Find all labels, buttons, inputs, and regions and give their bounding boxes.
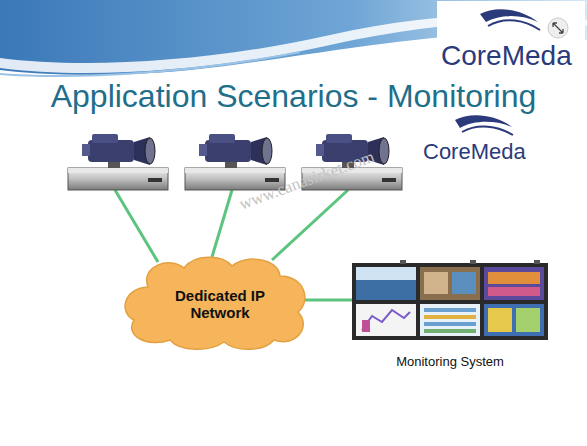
network-link: [302, 300, 352, 301]
camera-encoder: [68, 134, 168, 190]
network-cloud: Dedicated IP Network: [118, 252, 314, 352]
cloud-label: Dedicated IP Network: [165, 287, 275, 321]
slide-title: Application Scenarios - Monitoring: [0, 78, 587, 115]
monitoring-system: Monitoring System: [350, 261, 550, 371]
caption-label: Monitoring System: [396, 354, 504, 369]
camera-encoder: [185, 134, 285, 190]
logo-text: CoreMeda: [423, 139, 526, 165]
logo-text: CoreMeda: [441, 40, 572, 72]
